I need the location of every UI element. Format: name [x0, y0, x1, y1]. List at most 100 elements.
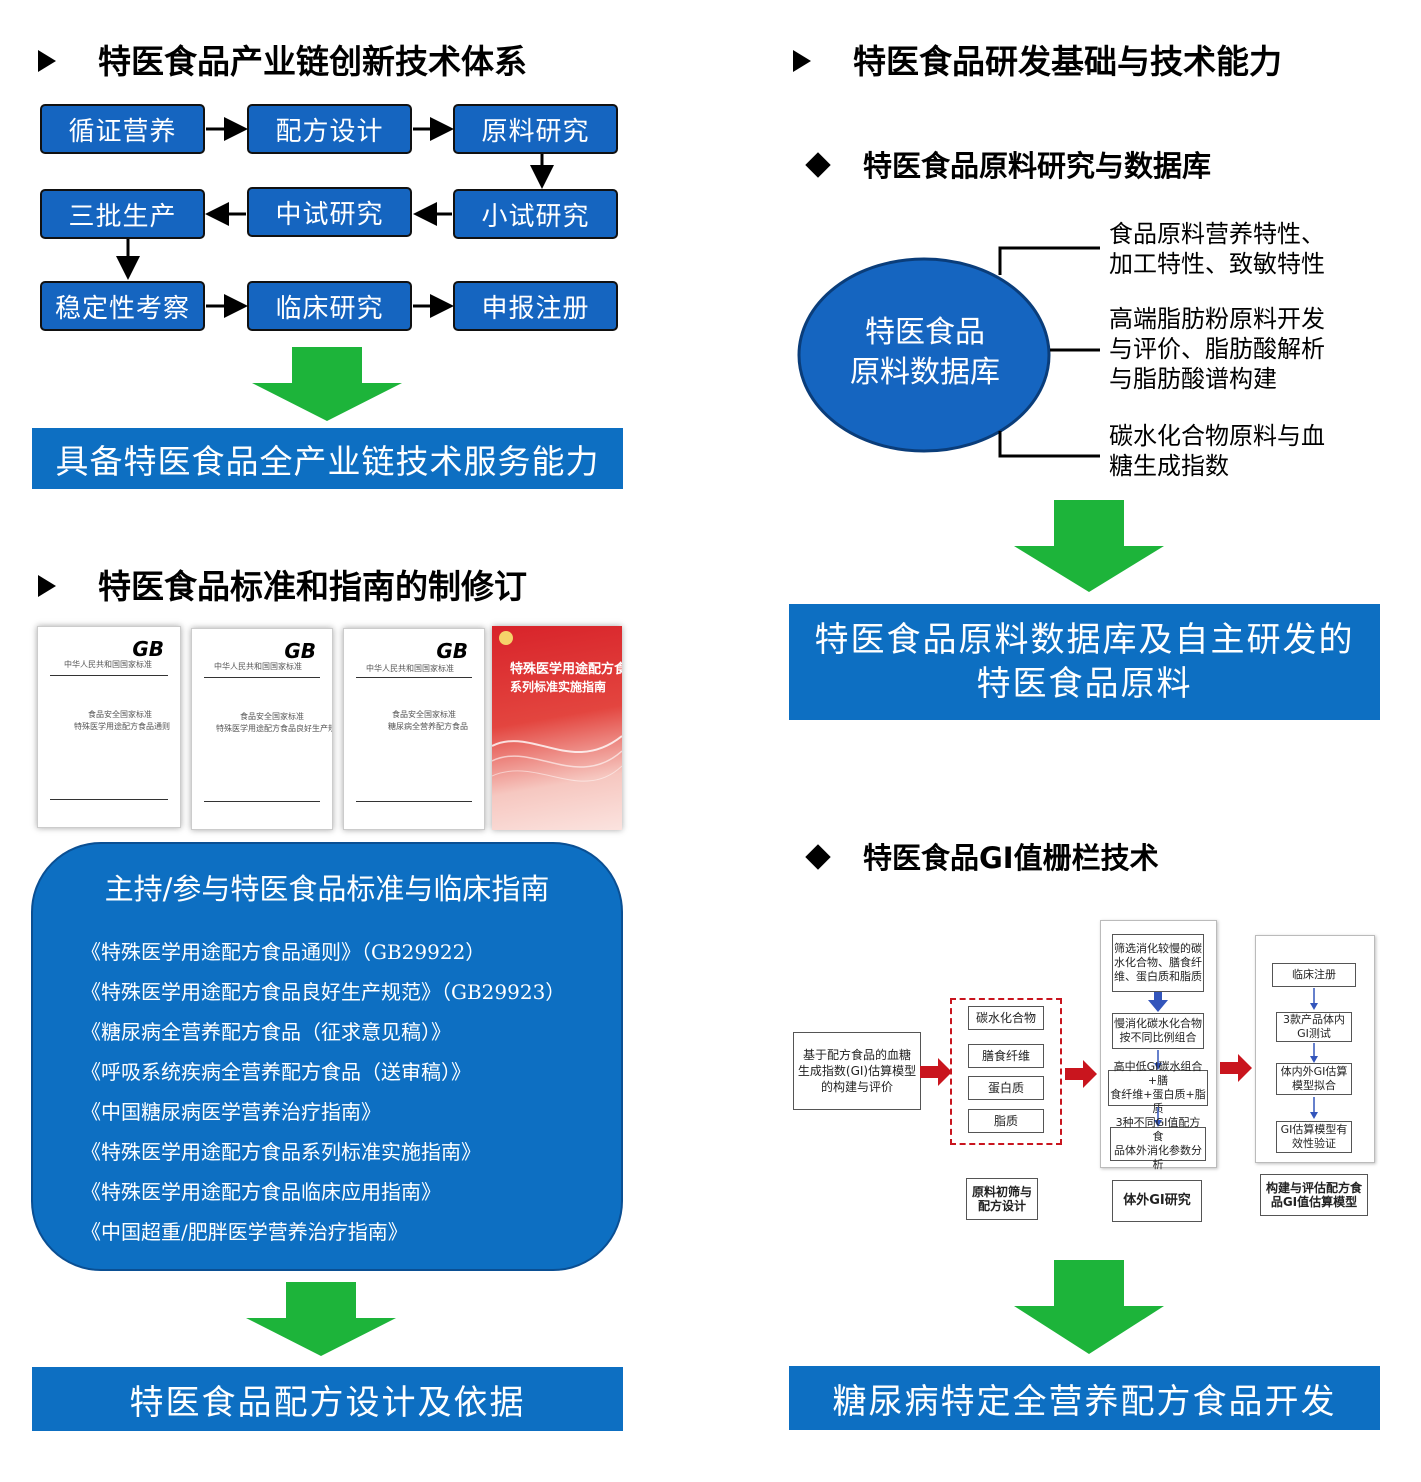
gi-combination-box: 高中低GI碳水组合+膳 食纤维+蛋白质+脂质	[1108, 1060, 1208, 1115]
gi-start-box: 基于配方食品的血糖 生成指数(GI)估算模型 的构建与评价	[793, 1032, 921, 1110]
gi-slow-carb-box: 慢消化碳水化合物 按不同比例组合	[1112, 1013, 1204, 1049]
gi-line: 效性验证	[1292, 1137, 1336, 1150]
bullet-arrow-icon	[793, 49, 811, 72]
gi-line: 筛选消化较慢的碳	[1114, 942, 1202, 955]
down-arrow-icon	[1154, 1107, 1162, 1127]
doc-line1: 食品安全国家标准	[240, 712, 304, 721]
branch-line: 碳水化合物原料与血	[1109, 422, 1325, 450]
gi-start-line: 生成指数(GI)估算模型	[797, 1064, 917, 1078]
gi-line: 慢消化碳水化合物	[1114, 1017, 1202, 1030]
database-diagram	[797, 246, 1100, 458]
green-down-arrow-icon	[1014, 1260, 1164, 1354]
gi-col2-label: 体外GI研究	[1112, 1180, 1202, 1222]
branch-line: 加工特性、致敏特性	[1109, 250, 1325, 278]
gi-lipid-box: 脂质	[968, 1109, 1044, 1133]
gi-line: GI测试	[1297, 1027, 1331, 1040]
flow-box-registration: 申报注册	[453, 281, 618, 331]
gi-line: 模型拟合	[1292, 1079, 1336, 1092]
gi-line: 3款产品体内	[1283, 1013, 1345, 1026]
doc-line1: 食品安全国家标准	[88, 710, 152, 719]
gb-logo: GB	[436, 639, 468, 663]
section-title-industry-chain: 特医食品产业链创新技术体系	[38, 42, 527, 82]
gi-line: 品体外消化参数分析	[1114, 1144, 1202, 1171]
branch-line: 与脂肪酸谱构建	[1109, 365, 1277, 393]
banner-full-chain-capability: 具备特医食品全产业链技术服务能力	[32, 428, 623, 489]
standards-panel: 主持/参与特医食品标准与临床指南 《特殊医学用途配方食品通则》（GB29922）…	[31, 842, 623, 1271]
section-title-text: 特医食品产业链创新技术体系	[98, 42, 527, 81]
banner-diabetes-formula: 糖尿病特定全营养配方食品开发	[789, 1366, 1380, 1430]
gb-document-3: GB 中华人民共和国国家标准 食品安全国家标准 糖尿病全营养配方食品	[343, 628, 485, 830]
gi-carbohydrate-box: 碳水化合物	[968, 1006, 1044, 1030]
gi-clinical-registration-box: 临床注册	[1272, 963, 1356, 987]
guide-book-cover: 特殊医学用途配方食品 系列标准实施指南	[492, 626, 622, 830]
doc-line2: 特殊医学用途配方食品通则	[74, 722, 170, 731]
banner-raw-material-db: 特医食品原料数据库及自主研发的 特医食品原料	[789, 604, 1380, 720]
gi-line: 维、蛋白质和脂质	[1114, 970, 1202, 983]
branch-line: 与评价、脂肪酸解析	[1109, 335, 1325, 363]
subtitle-gi-barrier: 特医食品GI值栅栏技术	[805, 840, 1159, 876]
green-down-arrow-icon	[1014, 500, 1164, 592]
standards-list-item: 《呼吸系统疾病全营养配方食品（送审稿）》	[81, 1060, 471, 1084]
green-down-arrow-icon	[246, 1282, 396, 1356]
gi-label-line: 配方设计	[977, 1199, 1026, 1213]
flow-connectors	[116, 117, 554, 318]
flow-box-three-batch: 三批生产	[40, 189, 205, 239]
banner-line2: 特医食品原料	[976, 664, 1193, 704]
gb-document-1: GB 中华人民共和国国家标准 食品安全国家标准 特殊医学用途配方食品通则	[37, 626, 181, 828]
book-title: 特殊医学用途配方食品	[510, 662, 622, 677]
section-title-standards: 特医食品标准和指南的制修订	[38, 567, 527, 607]
doc-line1: 食品安全国家标准	[392, 710, 456, 719]
blue-down-arrow-icon	[1148, 992, 1168, 1012]
down-arrow-icon	[1310, 988, 1318, 1010]
standards-list-item: 《特殊医学用途配方食品良好生产规范》（GB29923）	[81, 980, 566, 1004]
gb-logo: GB	[284, 639, 316, 663]
doc-line2: 特殊医学用途配方食品良好生产规范	[216, 724, 333, 733]
down-arrow-icon	[1310, 1097, 1318, 1119]
branch-nutrition: 食品原料营养特性、 加工特性、致敏特性	[1109, 219, 1325, 279]
down-arrow-icon	[1154, 1050, 1162, 1070]
standards-list-item: 《特殊医学用途配方食品临床应用指南》	[81, 1180, 441, 1204]
standards-list-item: 《特殊医学用途配方食品通则》（GB29922）	[81, 940, 486, 964]
bullet-diamond-icon	[805, 844, 831, 870]
gi-col1-label: 原料初筛与 配方设计	[966, 1178, 1038, 1220]
flow-box-raw-material-research: 原料研究	[453, 104, 618, 154]
section-title-rd-foundation: 特医食品研发基础与技术能力	[793, 42, 1282, 82]
subtitle-text: 特医食品GI值栅栏技术	[863, 841, 1159, 875]
gi-raw-screen-frame	[950, 998, 1062, 1145]
flow-box-clinical: 临床研究	[247, 281, 412, 331]
flow-box-small-trial: 小试研究	[453, 189, 618, 239]
gi-line: GI估算模型有	[1280, 1123, 1348, 1136]
gi-protein-box: 蛋白质	[968, 1076, 1044, 1100]
section-title-text: 特医食品标准和指南的制修订	[98, 567, 527, 606]
flow-box-pilot-trial: 中试研究	[247, 187, 412, 237]
gi-model-fit-box: 体内外GI估算 模型拟合	[1276, 1063, 1352, 1095]
ellipse-label-line1: 特医食品	[865, 315, 985, 350]
gi-label-line: 品GI值估算模型	[1270, 1195, 1358, 1209]
bullet-diamond-icon	[805, 152, 831, 178]
ellipse-label: 特医食品 原料数据库	[800, 313, 1050, 393]
gi-label-line: 构建与评估配方食	[1265, 1181, 1362, 1195]
gi-line: 3种不同GI值配方食	[1115, 1116, 1201, 1143]
standards-list-item: 《糖尿病全营养配方食品（征求意见稿）》	[81, 1020, 451, 1044]
bullet-arrow-icon	[38, 574, 56, 597]
green-down-arrow-icon	[252, 347, 402, 421]
standards-list-item: 《中国糖尿病医学营养治疗指南》	[81, 1100, 381, 1124]
gi-start-line: 的构建与评价	[820, 1080, 893, 1094]
bullet-arrow-icon	[38, 49, 56, 72]
doc-header: 中华人民共和国国家标准	[64, 660, 152, 669]
doc-header: 中华人民共和国国家标准	[366, 664, 454, 673]
gi-digestion-box: 3种不同GI值配方食 品体外消化参数分析	[1110, 1116, 1206, 1171]
gi-in-vivo-test-box: 3款产品体内 GI测试	[1276, 1012, 1352, 1042]
down-arrow-icon	[1310, 1043, 1318, 1063]
flow-box-evidence-nutrition: 循证营养	[40, 104, 205, 154]
gi-line: 体内外GI估算	[1280, 1065, 1348, 1078]
gi-line: 高中低GI碳水组合+膳	[1113, 1060, 1203, 1087]
gi-line: 水化合物、膳食纤	[1114, 956, 1202, 969]
branch-line: 高端脂肪粉原料开发	[1109, 305, 1325, 333]
ellipse-label-line2: 原料数据库	[850, 355, 1000, 390]
banner-formula-design: 特医食品配方设计及依据	[32, 1367, 623, 1431]
gi-label-line: 原料初筛与	[971, 1185, 1032, 1199]
section-title-text: 特医食品研发基础与技术能力	[853, 42, 1282, 81]
standards-list-item: 《中国超重/肥胖医学营养治疗指南》	[81, 1220, 408, 1244]
subtitle-raw-material-db: 特医食品原料研究与数据库	[805, 148, 1211, 184]
